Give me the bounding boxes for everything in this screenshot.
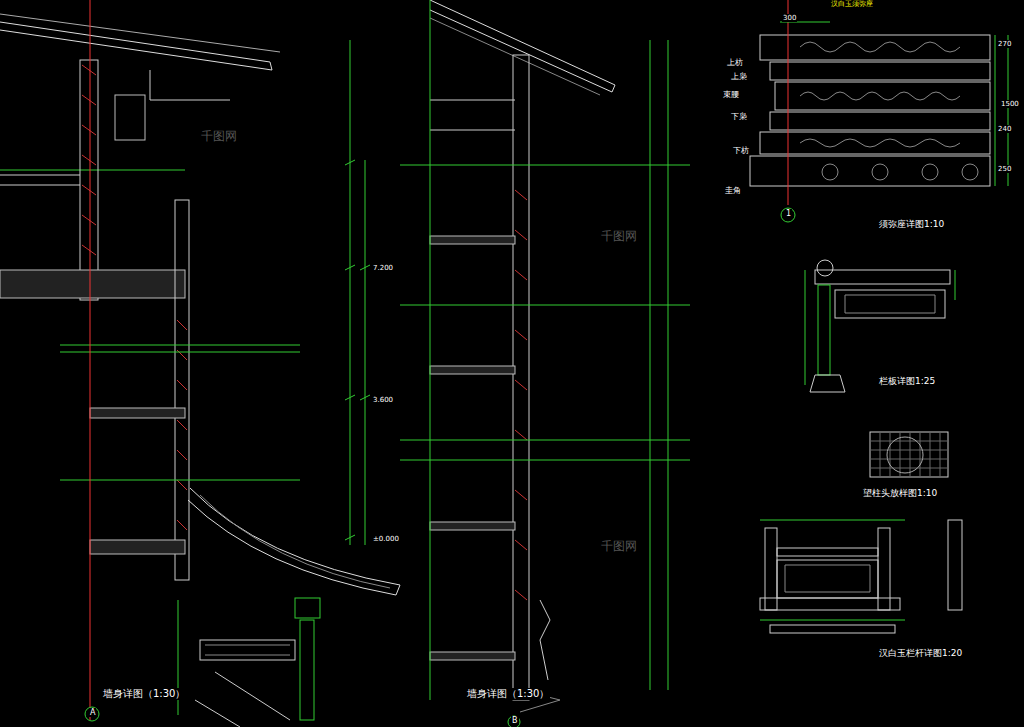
elevation: ±0.000 xyxy=(372,535,400,543)
title-label: 栏板详图1:25 xyxy=(878,376,936,386)
axis-number: A xyxy=(89,708,96,717)
elevation: 7.200 xyxy=(372,264,394,272)
part-name: 上枭 xyxy=(730,72,748,81)
watermark: 千图网 xyxy=(600,540,638,554)
title-label: 汉白玉栏杆详图1:20 xyxy=(878,648,963,658)
watermark: 千图网 xyxy=(600,230,638,244)
axis-number: 1 xyxy=(785,209,792,218)
dimension: 270 xyxy=(997,40,1012,48)
dimension: 300 xyxy=(782,14,797,22)
dimension: 240 xyxy=(997,125,1012,133)
axis-number: B xyxy=(511,716,519,725)
title-label: 墙身详图（1:30） xyxy=(102,688,186,700)
part-name: 下枭 xyxy=(730,112,748,121)
title-label: 墙身详图（1:30） xyxy=(466,688,550,700)
part-name: 上枋 xyxy=(726,58,744,67)
title-label: 须弥座详图1:10 xyxy=(878,219,945,229)
elevation: 3.600 xyxy=(372,396,394,404)
dimension: 250 xyxy=(997,165,1012,173)
watermark: 千图网 xyxy=(200,130,238,144)
part-name: 圭角 xyxy=(724,186,742,195)
note-label: 汉白玉须弥座 xyxy=(830,0,874,8)
part-name: 下枋 xyxy=(732,146,750,155)
title-label: 望柱头放样图1:10 xyxy=(862,488,938,498)
part-name: 束腰 xyxy=(722,90,740,99)
dimension: 1500 xyxy=(1000,100,1020,108)
